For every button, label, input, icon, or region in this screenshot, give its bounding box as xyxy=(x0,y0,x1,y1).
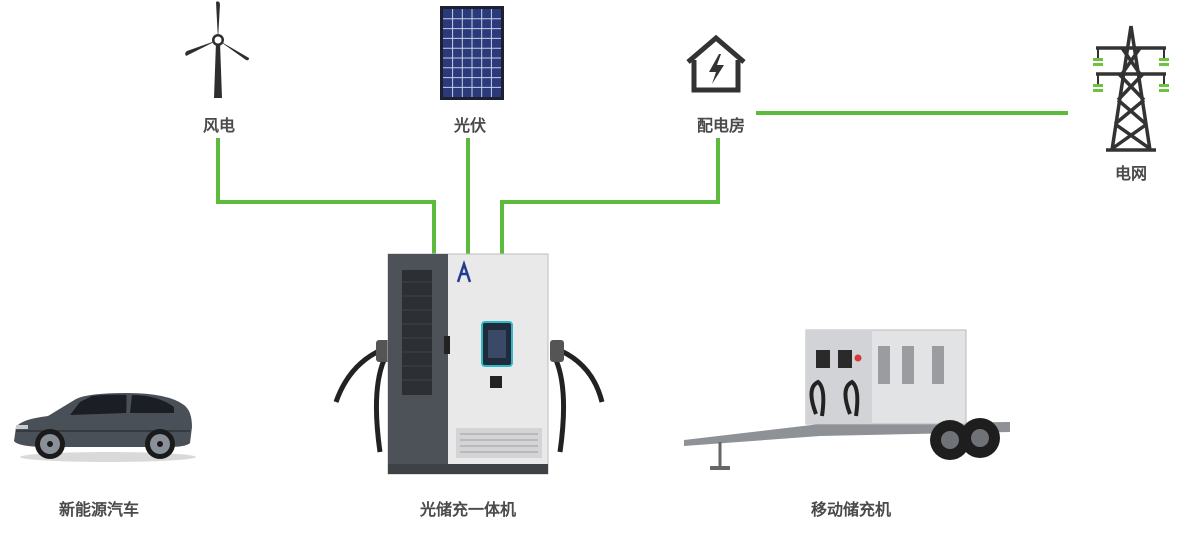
grid-label: 电网 xyxy=(1114,164,1148,183)
substation-connector xyxy=(500,138,720,256)
wind-connector xyxy=(216,138,436,256)
wind-turbine-icon xyxy=(185,1,249,98)
ev-car-image xyxy=(14,393,196,462)
solar-panel-icon xyxy=(440,6,504,100)
charger-label: 光储充一体机 xyxy=(419,500,517,519)
mobile-label: 移动储充机 xyxy=(810,500,892,519)
charger-cabinet-image xyxy=(333,253,605,475)
substation-house-icon xyxy=(686,34,746,93)
solar-label: 光伏 xyxy=(453,116,487,135)
substation-label: 配电房 xyxy=(696,116,746,135)
mobile-trailer-image xyxy=(684,329,1010,470)
wind-label: 风电 xyxy=(202,116,236,135)
ev-label: 新能源汽车 xyxy=(58,500,140,519)
power-tower-icon xyxy=(1093,25,1169,152)
